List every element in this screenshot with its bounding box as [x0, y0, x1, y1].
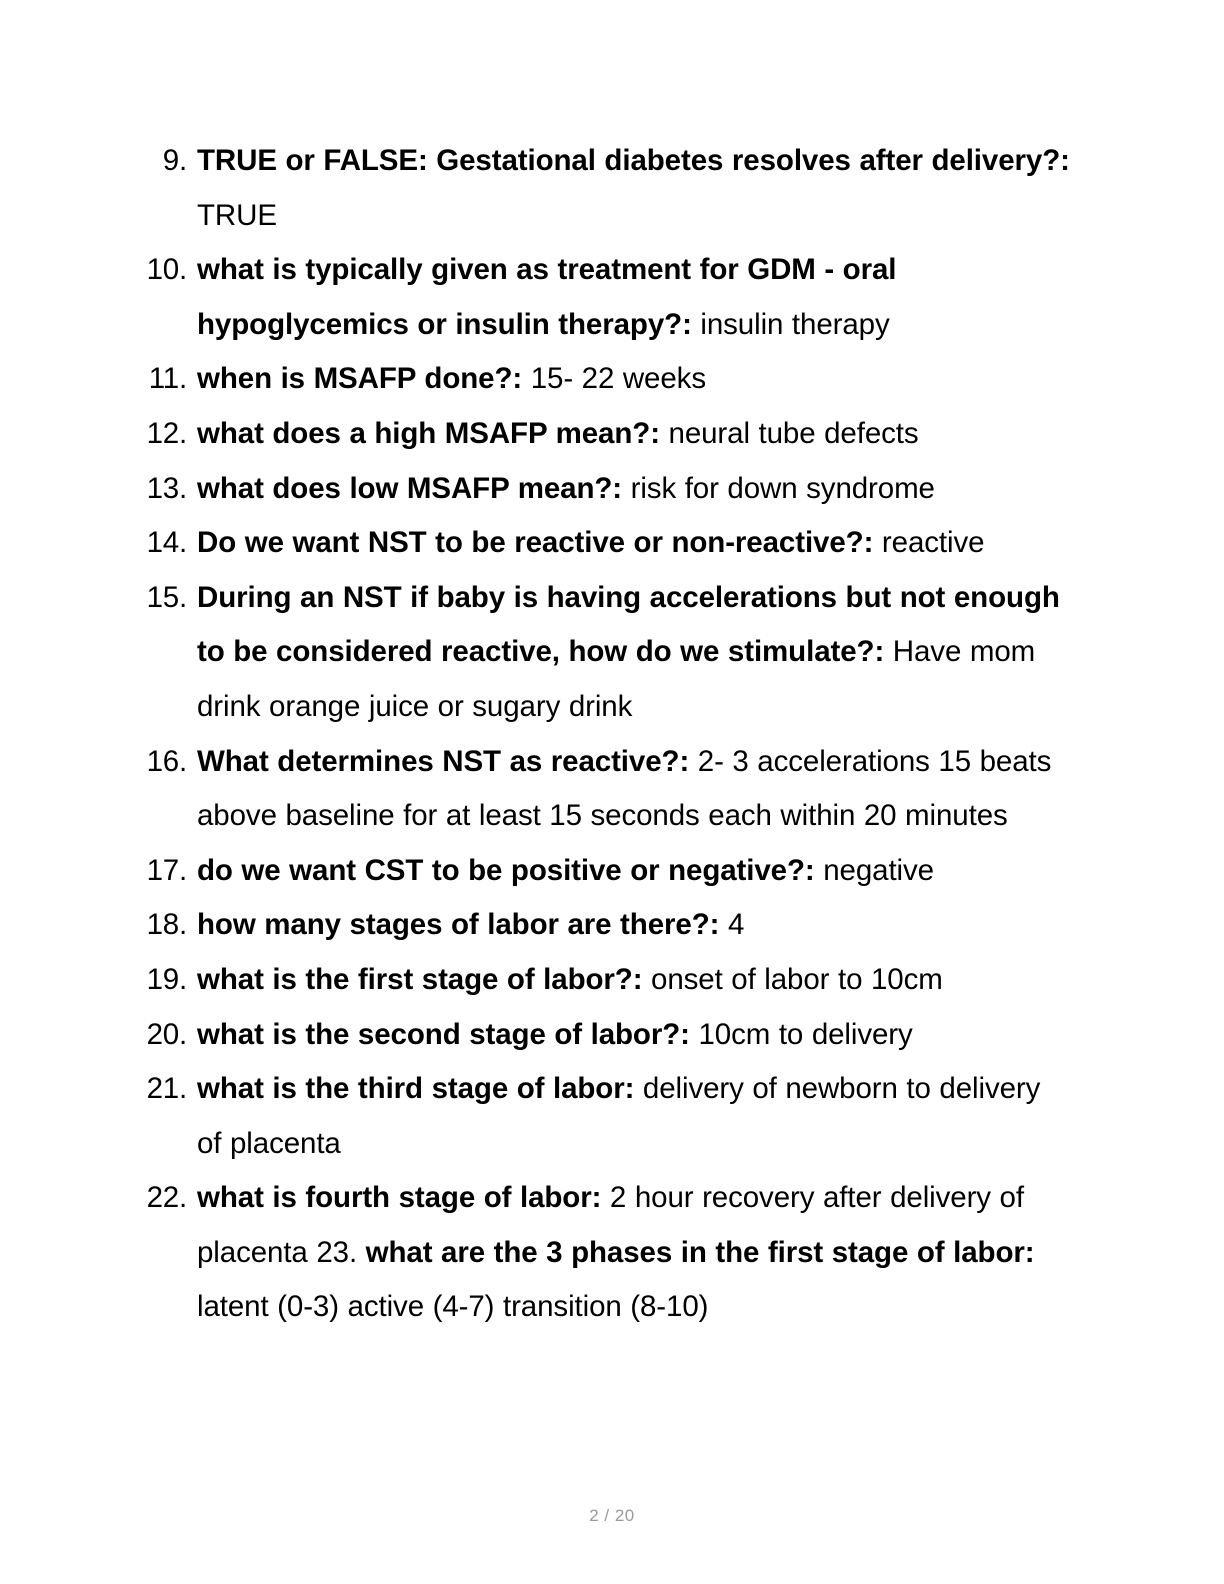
list-item: 10. what is typically given as treatment … [141, 243, 1071, 352]
list-item: 16. What determines NST as reactive?: 2- … [141, 735, 1071, 844]
answer-text: 2- 3 accelerations 15 beats above baseli… [197, 744, 1052, 833]
question-text: when is MSAFP done?: [197, 362, 523, 396]
question-text: What determines NST as reactive?: [197, 744, 690, 778]
list-item-number: 13. [146, 471, 188, 505]
list-item-number: 22. [146, 1181, 188, 1215]
list-item-number: 11. [148, 362, 187, 396]
question-text: TRUE or FALSE: Gestational diabetes reso… [197, 144, 1070, 177]
question-text: what is the second stage of labor?: [197, 1017, 690, 1051]
list-item: 11. when is MSAFP done?: 15- 22 weeks [141, 352, 1071, 407]
answer-text: 2 hour recovery after delivery of placen… [197, 1181, 1024, 1269]
page-number-footer: 2 / 20 [589, 1506, 635, 1525]
list-item: 9. TRUE or FALSE: Gestational diabetes re… [141, 134, 1071, 243]
answer-text-secondary: latent (0-3) active (4-7) transition (8-… [197, 1290, 709, 1324]
question-text: what is typically given as treatment for… [197, 253, 897, 341]
list-item-number: 14. [146, 526, 188, 560]
list-item: 18.how many stages of labor are there?: … [141, 898, 1071, 953]
list-item: 12. what does a high MSAFP mean?: neural … [141, 407, 1071, 462]
list-item: 21. what is the third stage of labor: del… [141, 1062, 1071, 1171]
question-text: do we want CST to be positive or negativ… [197, 853, 815, 887]
question-text: During an NST if baby is having accelera… [197, 580, 1060, 669]
list-item-number: 17. [146, 853, 188, 887]
list-item-number: 10. [146, 253, 188, 287]
answer-text: 4 [719, 908, 745, 942]
document-body: 9. TRUE or FALSE: Gestational diabetes re… [141, 134, 1071, 1335]
list-item-number: 21. [146, 1072, 188, 1106]
question-text: what is the first stage of labor?: [197, 962, 643, 996]
answer-text: 15- 22 weeks [522, 362, 706, 396]
list-item-number: 16. [146, 744, 188, 778]
list-item-number: 12. [146, 416, 188, 450]
answer-text: Have mom drink orange juice or sugary dr… [197, 635, 1036, 723]
answer-text: reactive [873, 526, 985, 560]
answer-text: TRUE [197, 198, 277, 232]
answer-text: 10cm to delivery [689, 1017, 913, 1051]
qa-list: 9. TRUE or FALSE: Gestational diabetes re… [141, 134, 1071, 1335]
list-item-number: 19. [146, 962, 188, 996]
answer-text: onset of labor to 10cm [642, 962, 943, 996]
list-item: 14. Do we want NST to be reactive or non-… [141, 516, 1071, 571]
list-item: 15. During an NST if baby is having accel… [141, 571, 1071, 735]
answer-text: negative [814, 853, 934, 887]
answer-text: delivery of newborn to delivery of place… [197, 1072, 1041, 1160]
list-item: 13. what does low MSAFP mean?: risk for d… [141, 462, 1071, 517]
question-text: what does low MSAFP mean?: [197, 471, 623, 505]
question-text: how many stages of labor are there?: [197, 908, 720, 942]
list-item-number: 9. [162, 144, 187, 177]
answer-text: insulin therapy [691, 307, 890, 341]
question-text: what is fourth stage of labor: [197, 1181, 602, 1215]
list-item-number: 15. [146, 580, 188, 614]
answer-text: neural tube defects [659, 416, 919, 450]
question-text-secondary: what are the 3 phases in the first stage… [365, 1235, 1035, 1269]
answer-text: risk for down syndrome [622, 471, 935, 505]
question-text: what does a high MSAFP mean?: [197, 416, 660, 450]
question-text: what is the third stage of labor: [197, 1072, 635, 1106]
question-text: Do we want NST to be reactive or non-rea… [197, 526, 874, 560]
list-item-number: 18. [146, 908, 188, 942]
list-item: 17. do we want CST to be positive or nega… [141, 844, 1071, 899]
list-item: 19. what is the first stage of labor?: on… [141, 953, 1071, 1008]
list-item: 22. what is fourth stage of labor: 2 hour… [141, 1171, 1071, 1335]
list-item-number: 20. [146, 1017, 188, 1051]
list-item: 20. what is the second stage of labor?: 1… [141, 1008, 1071, 1063]
